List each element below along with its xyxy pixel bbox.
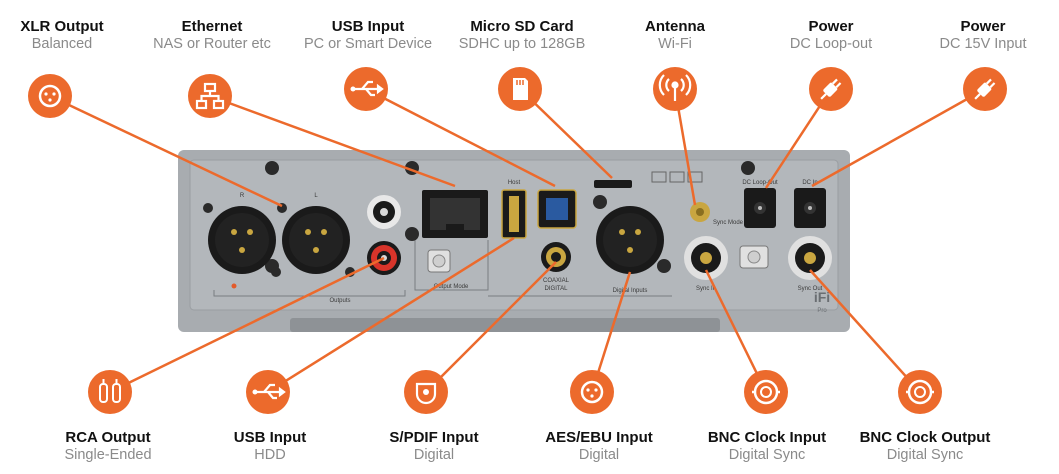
outputs-bracket: [213, 290, 406, 297]
sd-card-icon: [498, 67, 542, 111]
dc-loop-out-jack: [744, 188, 776, 228]
callout-title: AES/EBU Input: [545, 429, 653, 446]
panel-label-sync-out: Sync Out: [798, 286, 823, 292]
callout-subtitle: Wi-Fi: [658, 36, 692, 52]
rca-white-connector: [367, 195, 401, 229]
callout-subtitle: DC Loop-out: [789, 36, 873, 52]
callout-title: USB Input: [233, 429, 307, 446]
output-mode-bracket: [414, 240, 489, 291]
callout-bnc-clock-output: BNC Clock Output Digital Sync: [840, 429, 1010, 464]
panel-label-coaxial: COAXIAL: [543, 278, 570, 284]
compliance-marks: [651, 171, 703, 183]
callout-bnc-clock-input: BNC Clock Input Digital Sync: [682, 429, 852, 464]
callout-rca-output: RCA Output Single-Ended: [23, 429, 193, 464]
dc-input-jack: [794, 188, 826, 228]
callout-usb-input-top: USB Input PC or Smart Device: [283, 18, 453, 53]
output-mode-switch: [427, 249, 451, 273]
callout-usb-input-hdd: USB Input HDD: [185, 429, 355, 464]
callout-subtitle: HDD: [254, 447, 286, 463]
callout-title: XLR Output: [20, 18, 104, 35]
callout-title: Micro SD Card: [470, 18, 574, 35]
callout-title: Power: [960, 18, 1006, 35]
callout-title: S/PDIF Input: [389, 429, 479, 446]
xlr-icon: [28, 74, 72, 118]
device-base: [290, 318, 720, 332]
callout-power-input: Power DC 15V Input: [898, 18, 1059, 53]
callout-subtitle: PC or Smart Device: [303, 36, 433, 52]
panel-label-output-mode: Output Mode: [434, 284, 469, 290]
xlr-output-left-connector: [277, 203, 355, 277]
rca-icon: [88, 370, 132, 414]
panel-label-dc-in: DC In: [802, 180, 817, 186]
callout-micro-sd: Micro SD Card SDHC up to 128GB: [437, 18, 607, 53]
antenna-icon: [653, 67, 697, 111]
micro-sd-slot: [594, 180, 632, 188]
antenna-connector: [690, 202, 710, 222]
callout-power-loop-out: Power DC Loop-out: [746, 18, 916, 53]
ethernet-port: [422, 190, 488, 238]
bnc-clock-input-connector: [684, 236, 728, 280]
led-dot: [231, 283, 237, 289]
bnc-icon: [744, 370, 788, 414]
panel-label-digital-inputs: Digital Inputs: [613, 288, 648, 294]
panel-label-dc-loop-out: DC Loop-Out: [742, 180, 778, 186]
callout-subtitle: Digital: [578, 447, 620, 463]
panel-label-sync-in: Sync In: [696, 286, 716, 292]
usb-b-port: [537, 189, 577, 229]
panel-label-outputs: Outputs: [329, 298, 350, 304]
panel-label-sync-mode: Sync Mode: [713, 220, 744, 226]
callout-subtitle: Single-Ended: [64, 447, 152, 463]
callout-subtitle: NAS or Router etc: [153, 36, 271, 52]
callout-title: BNC Clock Output: [859, 429, 991, 446]
callout-xlr-output: XLR Output Balanced: [0, 18, 147, 53]
callout-lines: [49, 87, 986, 394]
callout-subtitle: SDHC up to 128GB: [458, 36, 586, 52]
network-icon: [188, 74, 232, 118]
xlr-icon: [570, 370, 614, 414]
bnc-icon: [898, 370, 942, 414]
callout-title: BNC Clock Input: [707, 429, 827, 446]
panel-label-digital: DIGITAL: [545, 286, 569, 292]
usb-icon: [246, 370, 290, 414]
brand-logo: iFi: [814, 289, 830, 305]
callout-title: USB Input: [331, 18, 405, 35]
callout-ethernet: Ethernet NAS or Router etc: [127, 18, 297, 53]
callout-subtitle: Digital Sync: [728, 447, 806, 463]
xlr-output-right-connector: [203, 203, 281, 277]
callout-subtitle: Balanced: [31, 36, 93, 52]
callout-antenna: Antenna Wi-Fi: [590, 18, 760, 53]
callout-title: Power: [808, 18, 854, 35]
callout-subtitle: DC 15V Input: [939, 36, 1027, 52]
panel-label-xlr-l: L: [314, 193, 318, 199]
callout-spdif-input: S/PDIF Input Digital: [349, 429, 519, 464]
power-plug-icon: [963, 67, 1007, 111]
usb-icon: [344, 67, 388, 111]
aes-ebu-connector: [596, 206, 664, 274]
callout-title: RCA Output: [65, 429, 151, 446]
spdif-coaxial-connector: [541, 242, 571, 272]
callout-title: Ethernet: [181, 18, 243, 35]
panel-label-host: Host: [508, 180, 521, 186]
callout-aes-ebu-input: AES/EBU Input Digital: [514, 429, 684, 464]
callout-title: Antenna: [645, 18, 705, 35]
model-label: Pro: [817, 308, 827, 314]
panel-label-xlr-r: R: [240, 193, 245, 199]
sync-mode-switch: [739, 245, 769, 269]
bnc-clock-output-connector: [788, 236, 832, 280]
power-plug-icon: [809, 67, 853, 111]
callout-subtitle: Digital: [413, 447, 455, 463]
callout-subtitle: Digital Sync: [886, 447, 964, 463]
spdif-icon: [404, 370, 448, 414]
usb-a-port: [501, 189, 527, 239]
